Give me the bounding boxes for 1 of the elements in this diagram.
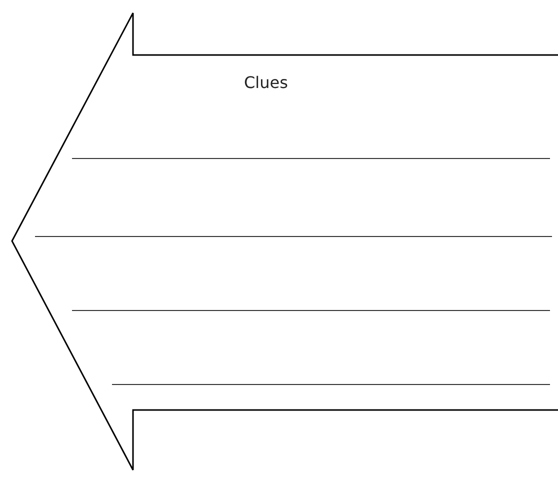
heading: Clues <box>244 72 288 94</box>
